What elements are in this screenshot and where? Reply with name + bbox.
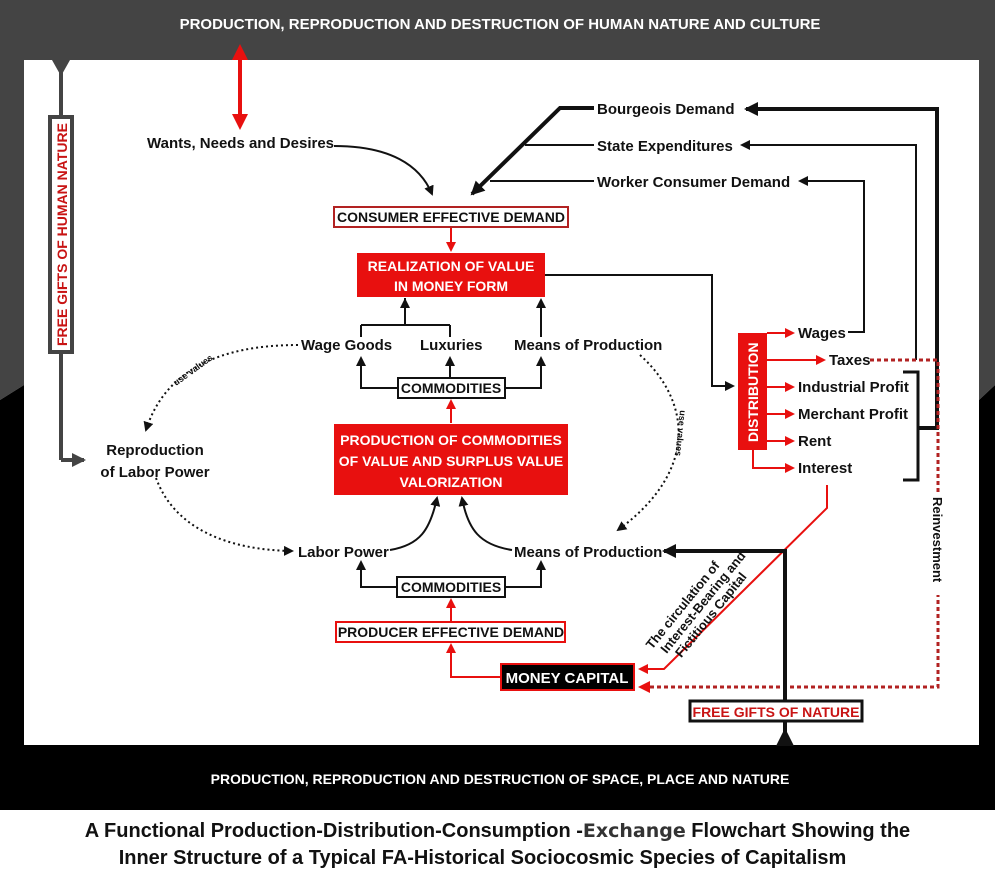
distribution-box: DISTRIBUTION [738, 333, 767, 450]
distribution-arrows [752, 328, 826, 473]
wants-needs-desires-label: Wants, Needs and Desires [147, 135, 334, 152]
use-values-right-label: use values [673, 410, 688, 457]
dist-taxes-label: Taxes [829, 352, 870, 369]
dist-rent-label: Rent [798, 433, 831, 450]
luxuries-label: Luxuries [420, 337, 483, 354]
top-frame-band [0, 0, 995, 60]
realization-line-1: REALIZATION OF VALUE [368, 258, 535, 274]
production-box: PRODUCTION OF COMMODITIES OF VALUE AND S… [334, 424, 568, 495]
money-capital-box: MONEY CAPITAL [500, 663, 635, 691]
bottom-banner-text: PRODUCTION, REPRODUCTION AND DESTRUCTION… [211, 771, 790, 787]
nature-to-means-line [662, 544, 787, 742]
profits-to-bourgeois-line [744, 102, 939, 430]
bottom-frame-band [0, 745, 995, 810]
means-of-production-upper-label: Means of Production [514, 337, 662, 354]
producer-effective-demand-label: PRODUCER EFFECTIVE DEMAND [338, 624, 564, 640]
wage-goods-label: Wage Goods [301, 337, 392, 354]
lower-commodities-label: COMMODITIES [401, 579, 501, 595]
worker-consumer-demand-label: Worker Consumer Demand [597, 174, 790, 191]
labor-to-production-curve [389, 496, 441, 551]
circulation-line-2: Interest-Bearing and [657, 548, 748, 656]
dist-wages-label: Wages [798, 325, 846, 342]
reinvestment-label: Reinvestment [930, 497, 945, 583]
right-frame-side [979, 60, 995, 400]
free-gifts-nature-box: FREE GIFTS OF NATURE [688, 699, 864, 723]
lower-commodities-tree [356, 560, 546, 588]
interest-to-money-capital-line [638, 485, 828, 674]
free-gifts-nature-label: FREE GIFTS OF NATURE [693, 704, 860, 720]
lower-commodities-box: COMMODITIES [396, 576, 506, 598]
reinvestment-label-bg [930, 495, 946, 595]
right-frame-side-dark [979, 385, 995, 745]
use-values-left-label: use values [171, 352, 214, 387]
distribution-label: DISTRIBUTION [745, 342, 761, 442]
upper-commodities-label: COMMODITIES [401, 380, 501, 396]
production-line-3: VALORIZATION [400, 474, 503, 490]
money-capital-to-producer-arrow [446, 643, 500, 678]
human-nature-double-arrow [232, 44, 248, 130]
figure-caption-line-1: A Functional Production-Distribution-Con… [0, 819, 995, 844]
caption-line-2-text: Inner Structure of a Typical FA-Historic… [118, 847, 847, 869]
upper-commodities-tree [356, 298, 546, 389]
upper-commodities-box: COMMODITIES [397, 377, 506, 399]
reproduction-line-2: of Labor Power [100, 464, 209, 481]
free-gifts-human-nature-box: FREE GIFTS OF HUMAN NATURE [48, 115, 74, 354]
figure-caption-line-2: Inner Structure of a Typical FA-Historic… [0, 846, 980, 871]
left-frame-side-dark [0, 385, 24, 745]
production-line-2: OF VALUE AND SURPLUS VALUE [339, 453, 564, 469]
realization-of-value-box: REALIZATION OF VALUE IN MONEY FORM [357, 253, 545, 297]
top-banner-text: PRODUCTION, REPRODUCTION AND DESTRUCTION… [180, 16, 821, 33]
means-of-production-lower-label: Means of Production [514, 544, 662, 561]
caption-part-c: Flowchart Showing the [685, 820, 911, 842]
wants-to-demand-arrow [333, 145, 434, 196]
caption-exchange-word: Exchange [582, 820, 686, 842]
dist-industrial-profit-label: Industrial Profit [798, 379, 909, 396]
consumer-effective-demand-label: CONSUMER EFFECTIVE DEMAND [337, 209, 565, 225]
dist-merchant-profit-label: Merchant Profit [798, 406, 908, 423]
realization-line-2: IN MONEY FORM [394, 278, 508, 294]
producer-effective-demand-box: PRODUCER EFFECTIVE DEMAND [335, 621, 566, 643]
use-values-right-curve [616, 354, 680, 532]
outer-frame [0, 0, 995, 810]
taxes-to-state-line [740, 140, 917, 360]
free-gifts-human-nature-label: FREE GIFTS OF HUMAN NATURE [54, 123, 70, 346]
use-values-left-curve [143, 344, 299, 432]
dist-interest-label: Interest [798, 460, 852, 477]
reproduction-line-1: Reproduction [106, 442, 204, 459]
money-capital-label: MONEY CAPITAL [506, 670, 629, 687]
bourgeois-diagonal-arrow [470, 106, 594, 196]
labor-power-label: Labor Power [298, 544, 389, 561]
production-line-1: PRODUCTION OF COMMODITIES [340, 432, 562, 448]
nature-arrowhead-bottom [776, 728, 794, 746]
reproduction-to-labor-curve [155, 477, 294, 556]
wages-to-worker-demand-line [798, 176, 865, 333]
bourgeois-demand-label: Bourgeois Demand [597, 101, 735, 118]
state-expenditures-label: State Expenditures [597, 138, 733, 155]
consumer-effective-demand-box: CONSUMER EFFECTIVE DEMAND [333, 206, 569, 228]
means-to-production-curve [458, 496, 513, 551]
realization-to-distribution-arrow [545, 274, 735, 391]
left-frame-side [0, 60, 24, 400]
caption-part-a: A Functional Production-Distribution-Con… [84, 820, 583, 842]
